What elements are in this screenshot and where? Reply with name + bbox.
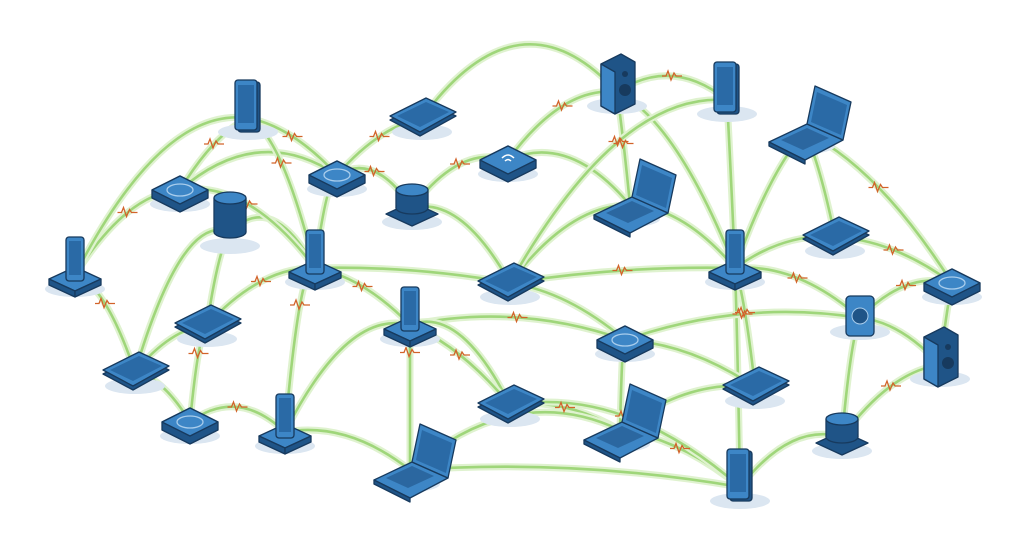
phone-dock-icon bbox=[285, 229, 345, 291]
hub-icon bbox=[150, 175, 210, 213]
tablet-icon bbox=[802, 216, 870, 259]
signal-pulse-icon bbox=[400, 345, 420, 359]
signal-pulse-icon bbox=[369, 129, 390, 143]
signal-pulse-icon bbox=[117, 205, 138, 219]
connection-link bbox=[408, 465, 742, 489]
signal-pulse-icon bbox=[450, 157, 470, 170]
signal-pulse-icon bbox=[608, 134, 629, 148]
signal-pulse-icon bbox=[552, 99, 573, 112]
signal-pulse-icon bbox=[227, 400, 248, 413]
phone-icon bbox=[697, 61, 757, 122]
router-icon bbox=[478, 145, 538, 183]
phone-dock-icon bbox=[45, 236, 105, 298]
signal-pulse-icon bbox=[662, 69, 682, 82]
phone-icon bbox=[218, 79, 278, 140]
puck-icon bbox=[812, 412, 872, 459]
signal-pulse-icon bbox=[290, 298, 310, 311]
signal-pulse-icon bbox=[868, 180, 889, 194]
signal-pulse-icon bbox=[352, 279, 373, 293]
connection-link bbox=[73, 115, 250, 277]
signal-pulse-icon bbox=[364, 164, 385, 178]
phone-dock-icon bbox=[380, 286, 440, 348]
thermostat-icon bbox=[830, 295, 890, 340]
connection-link bbox=[178, 150, 339, 192]
signals-layer bbox=[95, 69, 916, 455]
tablet-icon bbox=[477, 384, 545, 427]
signal-pulse-icon bbox=[282, 129, 303, 143]
signal-pulse-icon bbox=[555, 400, 575, 414]
smart-speaker-icon bbox=[200, 191, 260, 254]
phone-dock-icon bbox=[705, 229, 765, 291]
signal-pulse-icon bbox=[732, 307, 753, 320]
laptop-icon bbox=[373, 423, 457, 503]
signal-pulse-icon bbox=[735, 305, 755, 319]
signal-pulse-icon bbox=[883, 243, 904, 256]
laptop-icon bbox=[593, 158, 677, 238]
phone-icon bbox=[710, 448, 770, 509]
tablet-icon bbox=[722, 366, 790, 409]
tablet-icon bbox=[477, 262, 545, 305]
signal-pulse-icon bbox=[188, 346, 209, 360]
signal-pulse-icon bbox=[271, 156, 292, 169]
hub-icon bbox=[160, 407, 220, 445]
tablet-icon bbox=[389, 97, 457, 140]
signal-pulse-icon bbox=[204, 137, 224, 150]
phone-dock-icon bbox=[255, 393, 315, 455]
signal-pulse-icon bbox=[251, 274, 271, 288]
laptop-icon bbox=[583, 383, 667, 463]
signal-pulse-icon bbox=[787, 271, 808, 284]
hub-icon bbox=[307, 160, 367, 198]
signal-pulse-icon bbox=[95, 296, 115, 310]
signal-pulse-icon bbox=[896, 278, 916, 292]
tablet-icon bbox=[102, 351, 170, 394]
signal-pulse-icon bbox=[450, 348, 470, 361]
speaker-icon bbox=[587, 53, 647, 115]
signal-pulse-icon bbox=[670, 441, 690, 455]
laptop-icon bbox=[768, 85, 852, 165]
speaker-icon bbox=[910, 326, 970, 388]
hub-icon bbox=[922, 268, 982, 306]
connection-link bbox=[420, 43, 619, 120]
tablet-icon bbox=[174, 304, 242, 347]
hub-icon bbox=[595, 325, 655, 363]
signal-pulse-icon bbox=[881, 379, 901, 392]
signal-pulse-icon bbox=[612, 263, 633, 277]
signal-pulse-icon bbox=[507, 310, 528, 324]
puck-icon bbox=[382, 183, 442, 230]
devices-layer bbox=[45, 53, 982, 509]
